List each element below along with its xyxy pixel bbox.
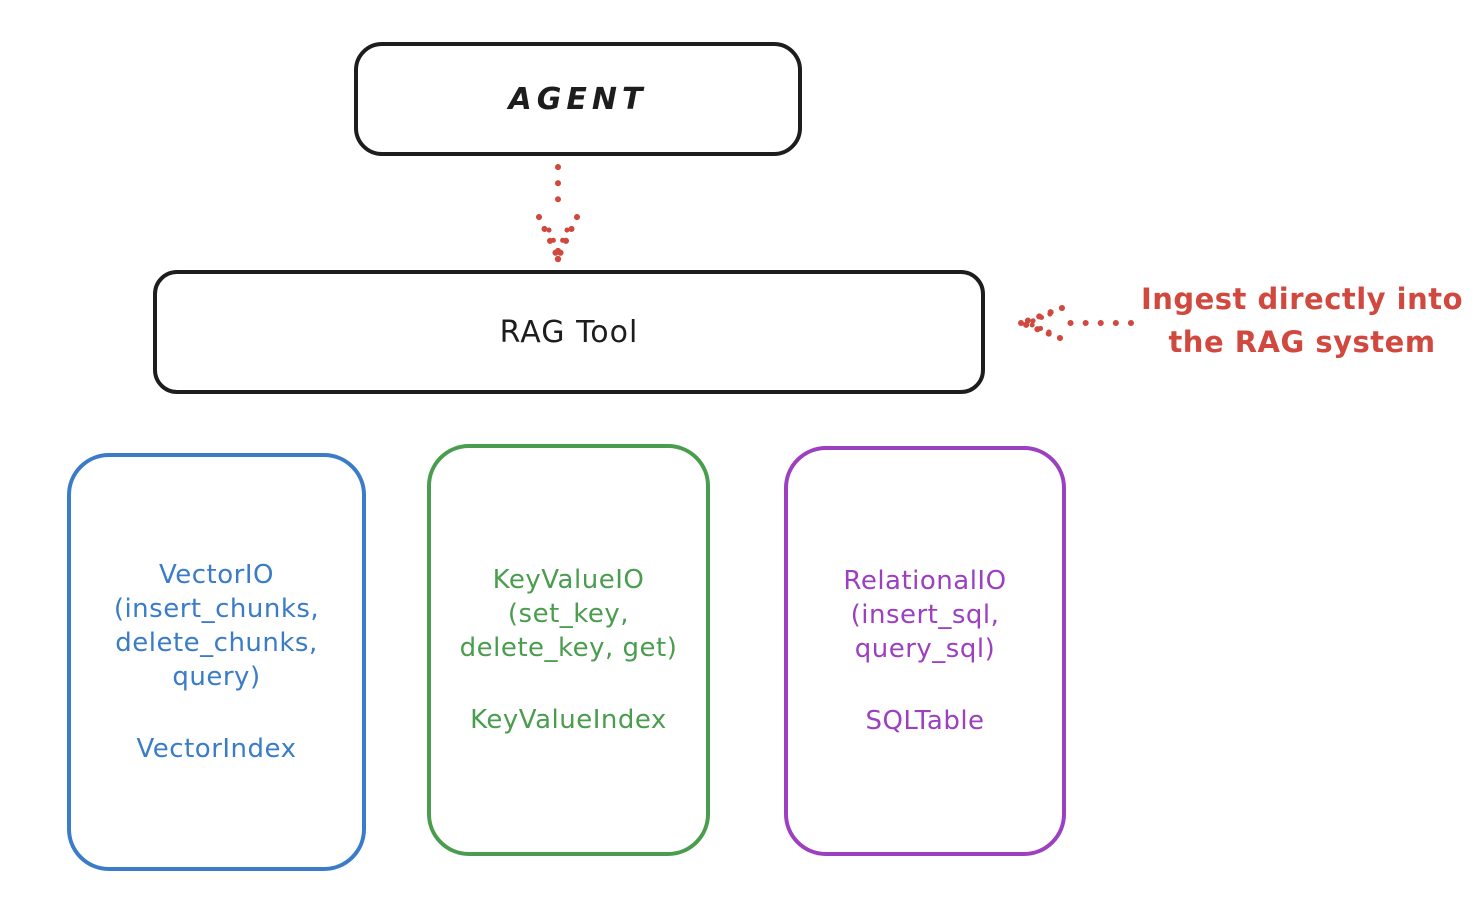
- vector-io-title: VectorIO: [159, 560, 274, 590]
- vector-io-methods-line: delete_chunks,: [115, 628, 318, 658]
- relational-io-index-label: SQLTable: [865, 706, 985, 736]
- keyvalue-io-box: KeyValueIO (set_key, delete_key, get) Ke…: [427, 444, 710, 856]
- keyvalue-io-text: KeyValueIO (set_key, delete_key, get) Ke…: [460, 563, 678, 737]
- relational-io-methods-line: query_sql): [854, 634, 996, 664]
- agent-to-rag-arrow-icon: [536, 164, 580, 263]
- rag-tool-label: RAG Tool: [499, 314, 639, 350]
- keyvalue-io-title: KeyValueIO: [492, 565, 645, 595]
- ingest-annotation: Ingest directly into the RAG system: [1132, 278, 1472, 364]
- rag-tool-box: RAG Tool: [153, 270, 985, 394]
- ingest-arrow-icon: [1018, 305, 1134, 341]
- vector-io-methods-line: (insert_chunks,: [113, 594, 320, 624]
- keyvalue-io-index-label: KeyValueIndex: [470, 705, 667, 735]
- relational-io-title: RelationalIO: [843, 566, 1007, 596]
- vector-io-methods-line: query): [172, 662, 261, 692]
- vector-io-text: VectorIO (insert_chunks, delete_chunks, …: [114, 558, 319, 766]
- agent-box: AGENT: [354, 42, 802, 156]
- vector-io-box: VectorIO (insert_chunks, delete_chunks, …: [67, 453, 366, 871]
- keyvalue-io-methods-line: delete_key, get): [459, 633, 678, 663]
- relational-io-methods-line: (insert_sql,: [850, 600, 1000, 630]
- relational-io-text: RelationalIO (insert_sql, query_sql) SQL…: [843, 564, 1006, 738]
- relational-io-box: RelationalIO (insert_sql, query_sql) SQL…: [784, 446, 1066, 856]
- keyvalue-io-methods-line: (set_key,: [507, 599, 630, 629]
- ingest-annotation-line2: the RAG system: [1168, 325, 1436, 359]
- vector-io-index-label: VectorIndex: [136, 734, 297, 764]
- ingest-annotation-line1: Ingest directly into: [1140, 282, 1464, 316]
- agent-label: AGENT: [508, 81, 648, 117]
